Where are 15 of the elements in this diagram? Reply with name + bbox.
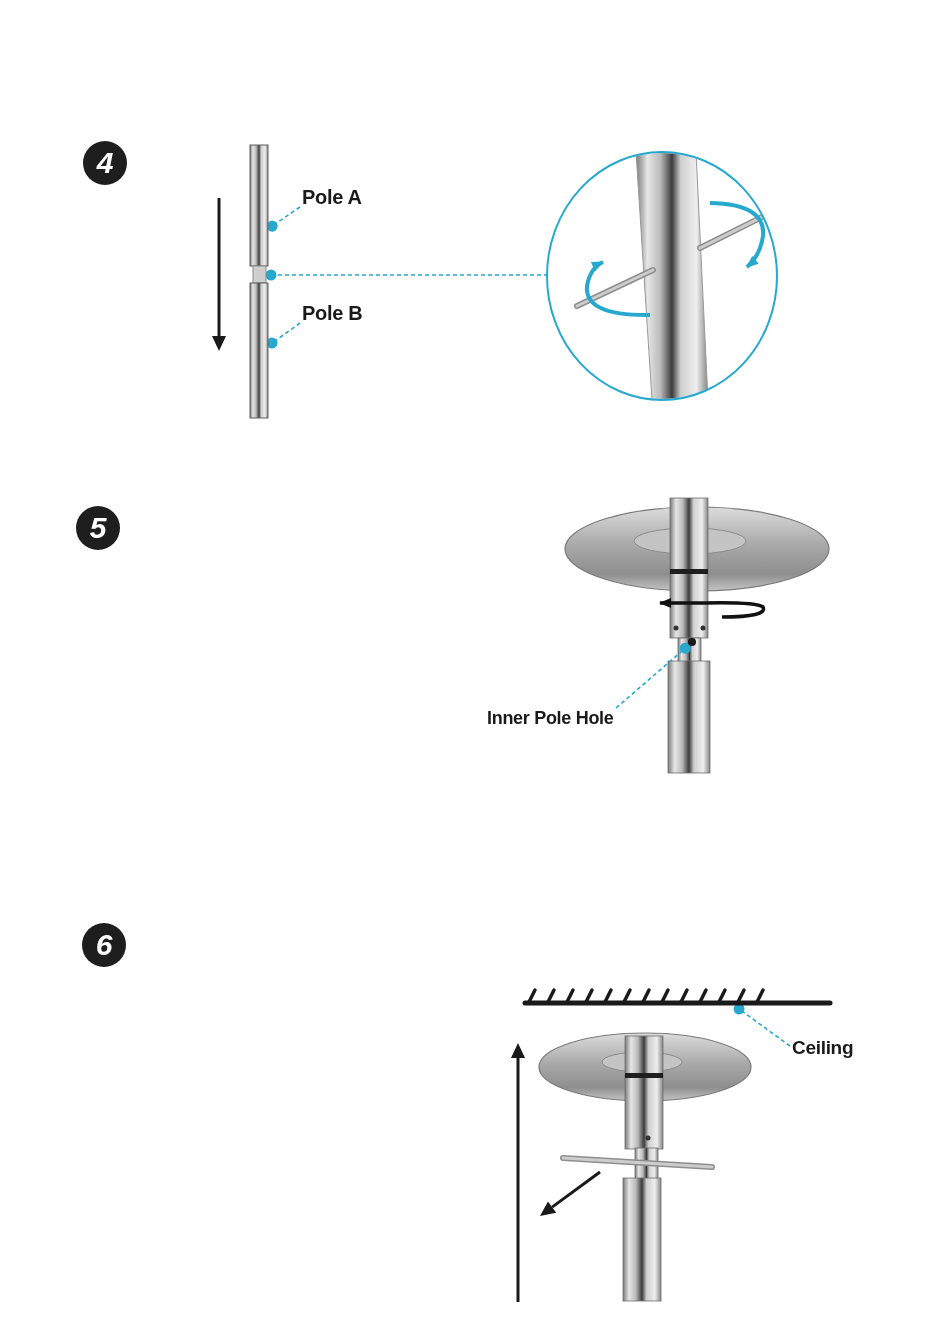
lower-pole: [249, 282, 269, 419]
leader-line: [733, 1003, 791, 1047]
pole-hole: [688, 638, 696, 646]
part-label: Pole A: [302, 185, 362, 209]
part-label: Ceiling: [792, 1037, 854, 1060]
leader-line: [265, 269, 549, 281]
leader-line: [615, 642, 691, 709]
step-number: 6: [82, 923, 126, 967]
detail-view-circle: [546, 151, 778, 401]
ceiling-line: [522, 988, 833, 1006]
part-label: Inner Pole Hole: [487, 708, 614, 730]
upper-pole: [249, 144, 269, 267]
step-number: 5: [76, 506, 120, 550]
part-label: Pole B: [302, 301, 363, 325]
step-number: 4: [83, 141, 127, 185]
